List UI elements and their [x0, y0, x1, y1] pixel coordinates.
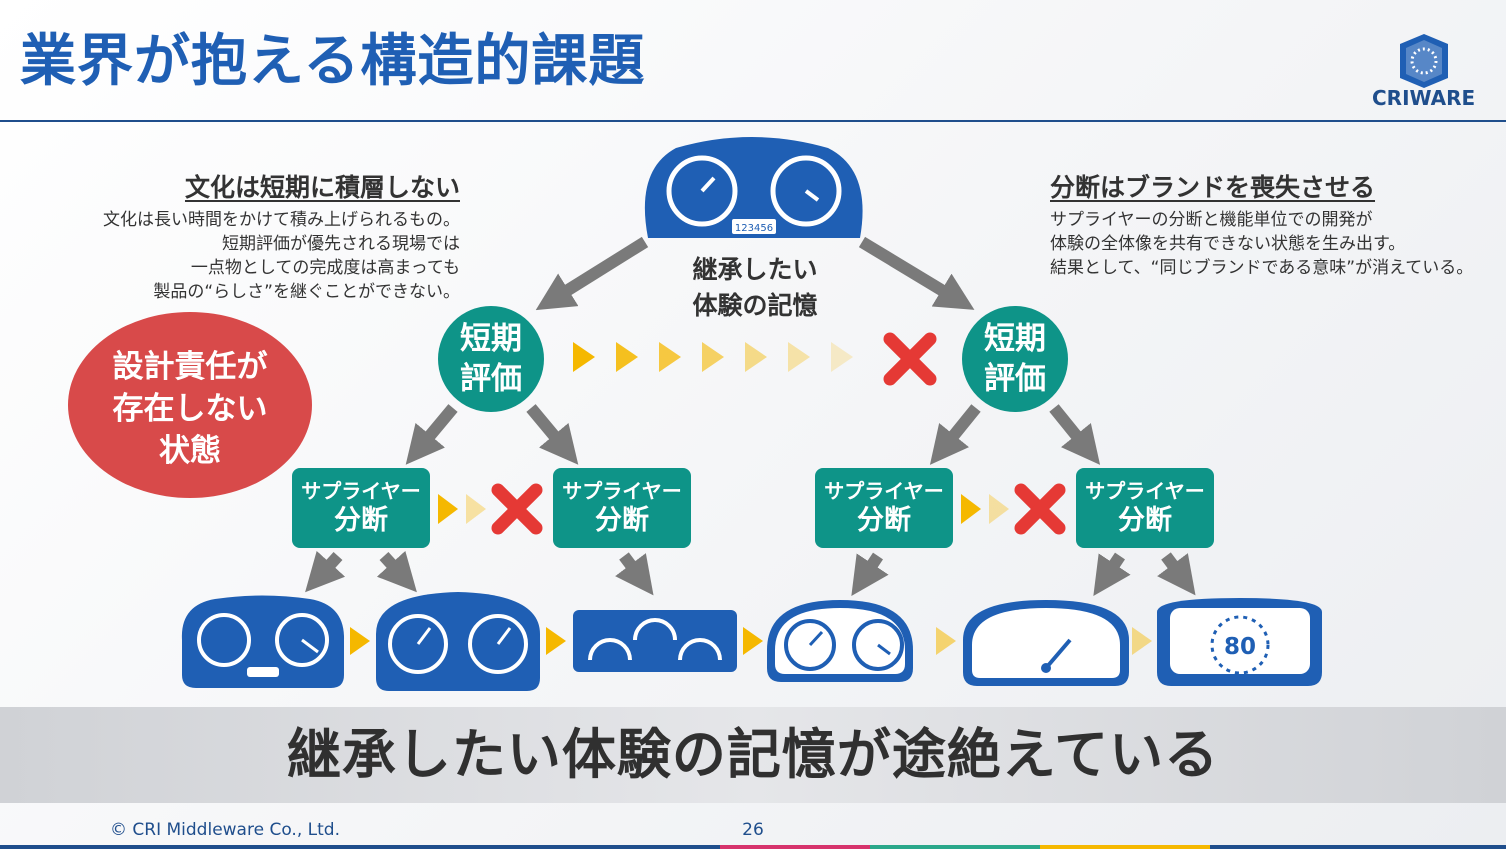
left-line: 一点物としての完成度は高まっても	[190, 258, 460, 278]
short-term-evaluation-left: 短期 評価	[438, 306, 544, 412]
title-divider	[0, 120, 1506, 122]
center-label: 継承したい 体験の記憶	[660, 252, 850, 324]
supplier-label-sub: 分断	[1118, 505, 1172, 536]
left-line: 文化は長い時間をかけて積み上げられるもの。	[103, 210, 460, 230]
footer-color-bar	[0, 845, 1506, 849]
left-paragraph: 文化は長い時間をかけて積み上げられるもの。 短期評価が優先される現場では 一点物…	[103, 208, 460, 304]
supplier-label: サプライヤー	[1085, 479, 1205, 503]
cluster-icon-3	[573, 610, 737, 672]
supplier-box: サプライヤー 分断	[553, 468, 691, 548]
speed-value: 80	[1224, 634, 1256, 660]
right-line: サプライヤーの分断と機能単位での開発が	[1050, 210, 1373, 230]
flow-arrows	[305, 236, 1196, 596]
cluster-icon-6	[1157, 598, 1322, 686]
conclusion-band	[0, 707, 1506, 803]
left-line: 短期評価が優先される現場では	[222, 234, 460, 254]
supplier-label-sub: 分断	[595, 505, 649, 536]
center-label-line: 継承したい	[692, 255, 818, 284]
supplier-label: サプライヤー	[824, 479, 944, 503]
top-dashboard-cluster-icon	[644, 137, 863, 238]
supplier-box: サプライヤー 分断	[815, 468, 953, 548]
supplier-label-sub: 分断	[857, 505, 911, 536]
bubble-line: 状態	[159, 433, 221, 469]
right-paragraph: サプライヤーの分断と機能単位での開発が 体験の全体像を共有できない状態を生み出す…	[1050, 208, 1473, 280]
cross-icons	[491, 332, 1066, 535]
short-term-evaluation-right: 短期 評価	[962, 306, 1068, 412]
criware-logo-icon	[1400, 34, 1448, 88]
bubble-line: 存在しない	[112, 391, 268, 427]
supplier-box: サプライヤー 分断	[292, 468, 430, 548]
bubble-line: 設計責任が	[112, 349, 268, 385]
speech-bubble-text: 設計責任が 存在しない 状態	[80, 346, 300, 472]
circle-line: 短期	[460, 321, 522, 357]
copyright: © CRI Middleware Co., Ltd.	[110, 820, 340, 840]
left-line: 製品の“らしさ”を継ぐことができない。	[153, 282, 460, 302]
center-label-line: 体験の記憶	[692, 291, 818, 320]
circle-line: 評価	[460, 361, 522, 397]
cluster-icon-4	[767, 600, 913, 682]
supplier-box: サプライヤー 分断	[1076, 468, 1214, 548]
cluster-icon-1	[181, 595, 345, 688]
cluster-icon-5	[963, 600, 1129, 686]
supplier-label: サプライヤー	[562, 479, 682, 503]
speech-bubble	[68, 312, 312, 498]
right-line: 体験の全体像を共有できない状態を生み出す。	[1050, 234, 1406, 254]
cluster-chevrons	[350, 627, 1152, 655]
logo-wordmark: CRIWARE	[1372, 86, 1476, 110]
left-heading: 文化は短期に積層しない	[184, 173, 460, 202]
cluster-icon-2	[376, 592, 540, 691]
right-line: 結果として、“同じブランドである意味”が消えている。	[1050, 258, 1474, 278]
conclusion-text: 継承したい体験の記憶が途絶えている	[286, 723, 1220, 786]
page-number: 26	[742, 820, 764, 840]
right-heading: 分断はブランドを喪失させる	[1050, 173, 1376, 202]
supplier-label: サプライヤー	[301, 479, 421, 503]
fading-chevrons	[438, 342, 1009, 524]
circle-line: 短期	[984, 321, 1046, 357]
top-cluster-number: 123456	[735, 223, 773, 234]
page-title: 業界が抱える構造的課題	[20, 29, 646, 94]
circle-line: 評価	[984, 361, 1046, 397]
supplier-label-sub: 分断	[334, 505, 388, 536]
